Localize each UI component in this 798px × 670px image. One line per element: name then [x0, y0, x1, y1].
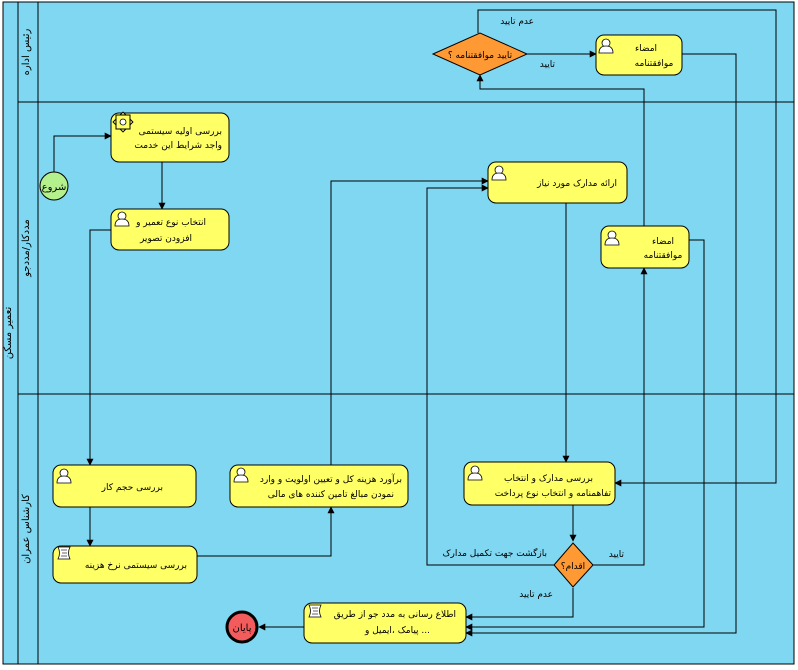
task-cost-check[interactable]: بررسی سیستمی نرخ هزینه: [52, 545, 198, 584]
gateway-approve-agreement[interactable]: تایید موافقتنامه ؟: [431, 32, 529, 76]
task-sign-director-line1: امضاء: [635, 44, 657, 54]
flow-estimate-to-docs: [330, 177, 489, 465]
start-event-label: شروع: [42, 182, 67, 193]
task-submit-docs[interactable]: ارائه مدارک مورد نیاز: [487, 161, 628, 204]
task-review-docs-line2: تفاهمنامه و انتخاب نوع پرداخت: [495, 489, 612, 499]
task-work-volume-label: بررسی حجم کار: [101, 483, 163, 493]
lane-label-director: رئیس اداره: [21, 29, 32, 76]
pool-title: تعمیر مسکن: [3, 307, 14, 360]
task-review-docs[interactable]: بررسی مدارک و انتخاب تفاهمنامه و انتخاب …: [463, 461, 616, 506]
user-icon: [467, 465, 483, 481]
user-icon: [491, 165, 507, 181]
task-initial-check-line1: بررسی اولیه سیستمی: [139, 127, 222, 137]
task-review-docs-line1: بررسی مدارک و انتخاب: [504, 473, 593, 484]
end-event-label: پایان: [232, 623, 251, 634]
flow-gateway-return-docs: [426, 184, 554, 566]
task-initial-check-line2: واجد شرایط این خدمت: [134, 141, 222, 151]
gateway-action-label: اقدام؟: [561, 562, 585, 572]
task-estimate-line1: برآورد هزینه کل و تعیین اولویت و وارد: [260, 473, 402, 485]
task-notify[interactable]: اطلاع رسانی به مدد جو از طریق پیامک ،ایم…: [303, 602, 467, 644]
user-icon: [233, 467, 249, 483]
flow-start-to-initial-check: [53, 132, 112, 172]
task-estimate-line2: نمودن مبالغ تامین کننده های مالی: [268, 490, 394, 500]
task-submit-docs-label: ارائه مدارک مورد نیاز: [536, 178, 617, 189]
flow-sign-director-to-notify: [465, 53, 737, 637]
task-select-repair-line2: افزودن تصویر: [139, 234, 192, 244]
task-sign-director-line2: موافقتنامه: [635, 59, 674, 69]
label-not-approved-top: عدم تایید: [500, 17, 534, 27]
user-icon: [604, 230, 620, 246]
user-icon: [56, 468, 72, 484]
task-sign-applicant-line2: موافقتنامه: [644, 251, 683, 261]
task-notify-line2: پیامک ،ایمیل و ...: [364, 626, 430, 636]
end-event[interactable]: پایان: [225, 610, 259, 644]
flow-sign-to-approve: [476, 74, 645, 226]
flow-sign-applicant-to-notify: [465, 239, 705, 631]
label-approved-action: تایید: [609, 550, 625, 560]
script-icon: [57, 546, 71, 560]
task-select-repair[interactable]: انتخاب نوع تعمیر و افزودن تصویر: [110, 208, 230, 251]
label-return-docs: بازگشت جهت تکمیل مدارک: [442, 547, 547, 559]
user-icon: [114, 211, 130, 227]
lane-label-applicant: مددکار/مددجو: [21, 219, 32, 277]
sequence-flows: [53, 9, 777, 637]
lane-label-expert: کارشناس عمران: [21, 494, 32, 564]
label-not-approved-bottom: عدم تایید: [519, 590, 553, 600]
task-estimate[interactable]: برآورد هزینه کل و تعیین اولویت و وارد نم…: [229, 464, 409, 508]
gateway-approve-agreement-label: تایید موافقتنامه ؟: [448, 51, 513, 61]
user-icon: [598, 38, 614, 54]
flow-gateway-to-sign: [593, 267, 648, 566]
script-icon: [308, 604, 322, 618]
task-sign-applicant-line1: امضاء: [652, 237, 674, 247]
task-initial-check[interactable]: بررسی اولیه سیستمی واجد شرایط این خدمت: [110, 111, 230, 163]
gateway-action[interactable]: اقدام؟: [553, 542, 594, 588]
task-work-volume[interactable]: بررسی حجم کار: [52, 464, 197, 508]
label-approved-top: تایید: [540, 60, 556, 70]
flow-select-to-work-volume: [86, 229, 111, 466]
gear-icon: [112, 111, 134, 133]
task-notify-line1: اطلاع رسانی به مدد جو از طریق: [334, 610, 456, 620]
task-cost-check-label: بررسی سیستمی نرخ هزینه: [85, 561, 187, 571]
flow-approve-to-review: [477, 9, 777, 487]
flow-cost-to-estimate: [197, 506, 335, 557]
start-event[interactable]: شروع: [39, 171, 69, 201]
flow-gateway-to-notify: [465, 588, 574, 621]
task-select-repair-line1: انتخاب نوع تعمیر و: [135, 218, 206, 228]
task-sign-applicant[interactable]: امضاء موافقتنامه: [600, 225, 690, 269]
task-sign-director[interactable]: امضاء موافقتنامه: [595, 34, 683, 76]
